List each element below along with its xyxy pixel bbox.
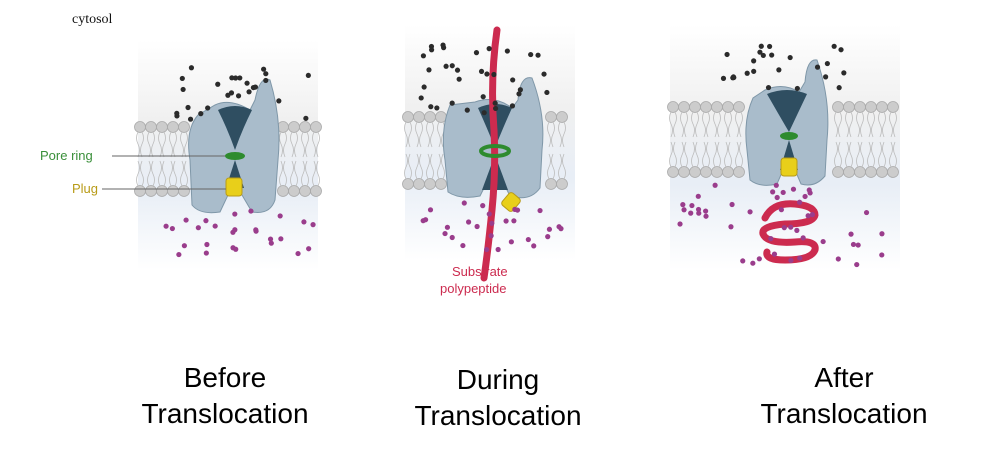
plug: [501, 192, 521, 212]
cytosolic-dots: [174, 65, 311, 122]
lipid-bilayer: [134, 121, 322, 197]
during-translocation-diagram: Substrate polypeptide: [402, 25, 575, 296]
substrate-label-line1: Substrate: [452, 264, 508, 279]
substrate-label-line2: polypeptide: [440, 281, 507, 296]
lipid-bilayer: [402, 111, 568, 190]
pore-ring: [780, 132, 798, 140]
caption-during: During Translocation: [368, 362, 628, 434]
plug: [225, 177, 243, 197]
channel-inner: [218, 106, 252, 150]
caption-after: After Translocation: [714, 360, 974, 432]
caption-before: Before Translocation: [95, 360, 355, 432]
pore-ring-label: Pore ring: [40, 148, 93, 163]
before-translocation-diagram: Pore ring Plug: [40, 40, 322, 270]
plug-label: Plug: [72, 181, 98, 196]
pore-ring: [479, 144, 511, 158]
caption-after-line1: After: [814, 362, 874, 393]
plug: [780, 157, 798, 177]
cytosolic-dots: [720, 43, 847, 92]
lipid-bilayer: [667, 101, 899, 178]
pore-ring: [225, 152, 245, 160]
lumenal-dots: [163, 208, 316, 258]
caption-after-line2: Translocation: [760, 398, 928, 429]
after-translocation-diagram: [667, 25, 900, 270]
lumenal-dots: [677, 182, 885, 268]
cytosol-label: cytosol: [72, 12, 113, 27]
caption-during-line2: Translocation: [414, 400, 582, 431]
caption-during-line1: During: [456, 364, 540, 395]
caption-before-line1: Before: [183, 362, 267, 393]
lumenal-dots: [420, 200, 564, 253]
cytosolic-dots: [418, 42, 550, 116]
caption-before-line2: Translocation: [141, 398, 309, 429]
